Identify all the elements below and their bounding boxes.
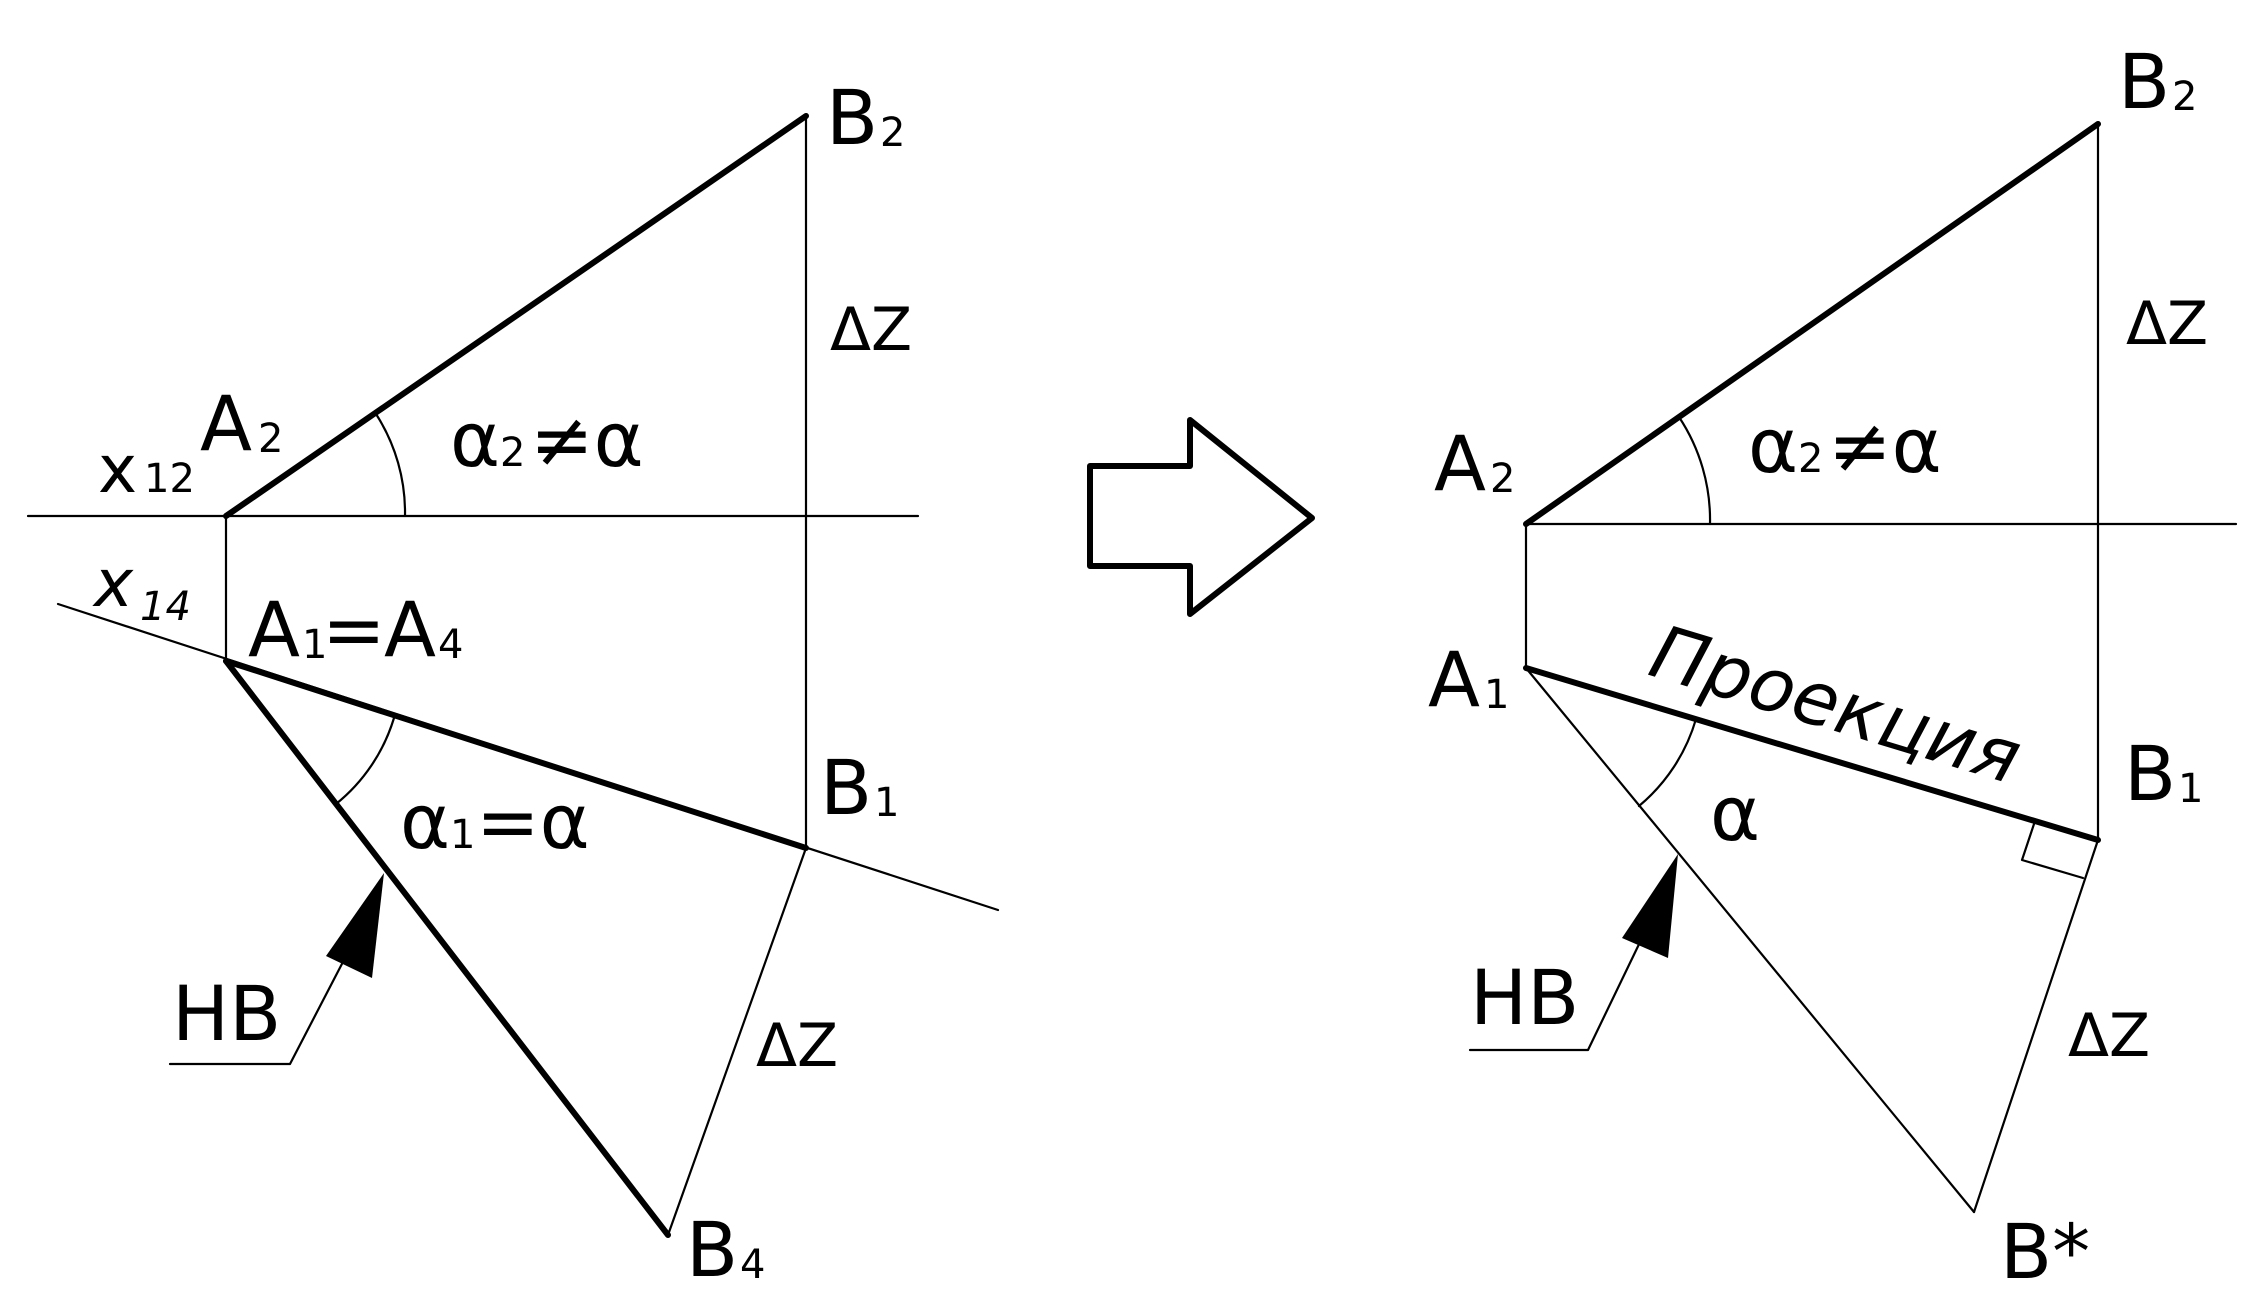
right-arrow-outline-icon — [1087, 417, 1315, 617]
hb-left-label: HB — [172, 969, 281, 1058]
point-a4-letter: A — [384, 585, 436, 674]
right-point-a1-letter: A — [1428, 635, 1480, 724]
point-bstar-label: B* — [2000, 1207, 2090, 1296]
right-view: B 2 ΔZ A 2 α 2 ≠α A 1 Проекция B 1 α HB … — [1428, 37, 2238, 1296]
axis-x14-letter: x — [92, 545, 134, 622]
right-b1-bstar-line — [1972, 838, 2100, 1214]
axis-x12-subscript: 12 — [144, 456, 195, 502]
right-angle-alpha2-arc — [1677, 415, 1712, 526]
right-angle-alpha2-relation: ≠α — [1828, 401, 1942, 490]
point-b1-subscript: 1 — [874, 780, 899, 826]
right-hb-leader-line — [1468, 936, 1644, 1052]
right-hb-label: HB — [1470, 953, 1579, 1042]
right-angle-alpha2-symbol: α — [1748, 401, 1798, 490]
axis-x14-subscript: 14 — [140, 584, 191, 630]
point-a2-subscript: 2 — [258, 416, 283, 462]
projection-label: Проекция — [1641, 609, 2031, 801]
point-a1-letter: A — [248, 585, 300, 674]
point-b2-letter: B — [826, 73, 878, 162]
delta-z-top-left-label: ΔZ — [830, 295, 912, 365]
right-hb-arrow-head — [1622, 854, 1678, 958]
a4-b4-true-length-segment — [223, 658, 671, 1238]
b1-b4-line — [666, 846, 808, 1237]
angle-alpha2-symbol: α — [450, 395, 500, 484]
angle-alpha2-subscript: 2 — [500, 430, 525, 476]
right-point-a1-subscript: 1 — [1484, 672, 1509, 718]
right-point-b1-letter: B — [2124, 729, 2176, 818]
angle-alpha2-relation: ≠α — [530, 395, 644, 484]
right-a2-b2-segment — [1523, 121, 2101, 527]
a1-b1-segment — [223, 658, 809, 851]
point-b4-letter: B — [686, 1205, 738, 1294]
point-b2-subscript: 2 — [880, 110, 905, 156]
left-view: x 12 x 14 A 2 B 2 ΔZ α 2 ≠α A 1 = A 4 B … — [26, 73, 1000, 1294]
right-angle-alpha-symbol: α — [1710, 769, 1760, 858]
right-point-a2-letter: A — [1434, 419, 1486, 508]
hb-arrow-head — [326, 873, 384, 978]
right-a1-bstar-line — [1524, 666, 1976, 1214]
right-point-a2-subscript: 2 — [1490, 456, 1515, 502]
point-b4-subscript: 4 — [740, 1242, 765, 1288]
right-angle-marker — [2020, 819, 2085, 880]
angle-alpha1-arc — [334, 716, 396, 806]
right-angle-alpha2-subscript: 2 — [1798, 436, 1823, 482]
right-angle-alpha-arc — [1637, 717, 1698, 808]
axis-x12-letter: x — [98, 431, 137, 508]
equals-sign: = — [322, 585, 386, 674]
right-point-b2-subscript: 2 — [2172, 74, 2197, 120]
angle-alpha1-subscript: 1 — [450, 812, 475, 858]
angle-alpha2-arc — [374, 412, 407, 518]
angle-alpha1-symbol: α — [400, 777, 450, 866]
delta-z-bottom-left-label: ΔZ — [756, 1011, 838, 1081]
a2-b2-segment — [223, 113, 809, 519]
point-a1-subscript: 1 — [302, 622, 327, 668]
right-a1-b1-segment — [1523, 665, 2101, 843]
point-a2-letter: A — [200, 379, 252, 468]
hb-leader-line — [168, 956, 347, 1066]
right-delta-z-bottom-label: ΔZ — [2068, 1001, 2150, 1071]
right-point-b1-subscript: 1 — [2178, 766, 2203, 812]
right-point-b2-letter: B — [2118, 37, 2170, 126]
right-delta-z-top-label: ΔZ — [2126, 289, 2208, 359]
angle-alpha1-relation: =α — [476, 777, 590, 866]
point-a4-subscript: 4 — [438, 622, 463, 668]
point-b1-letter: B — [820, 743, 872, 832]
